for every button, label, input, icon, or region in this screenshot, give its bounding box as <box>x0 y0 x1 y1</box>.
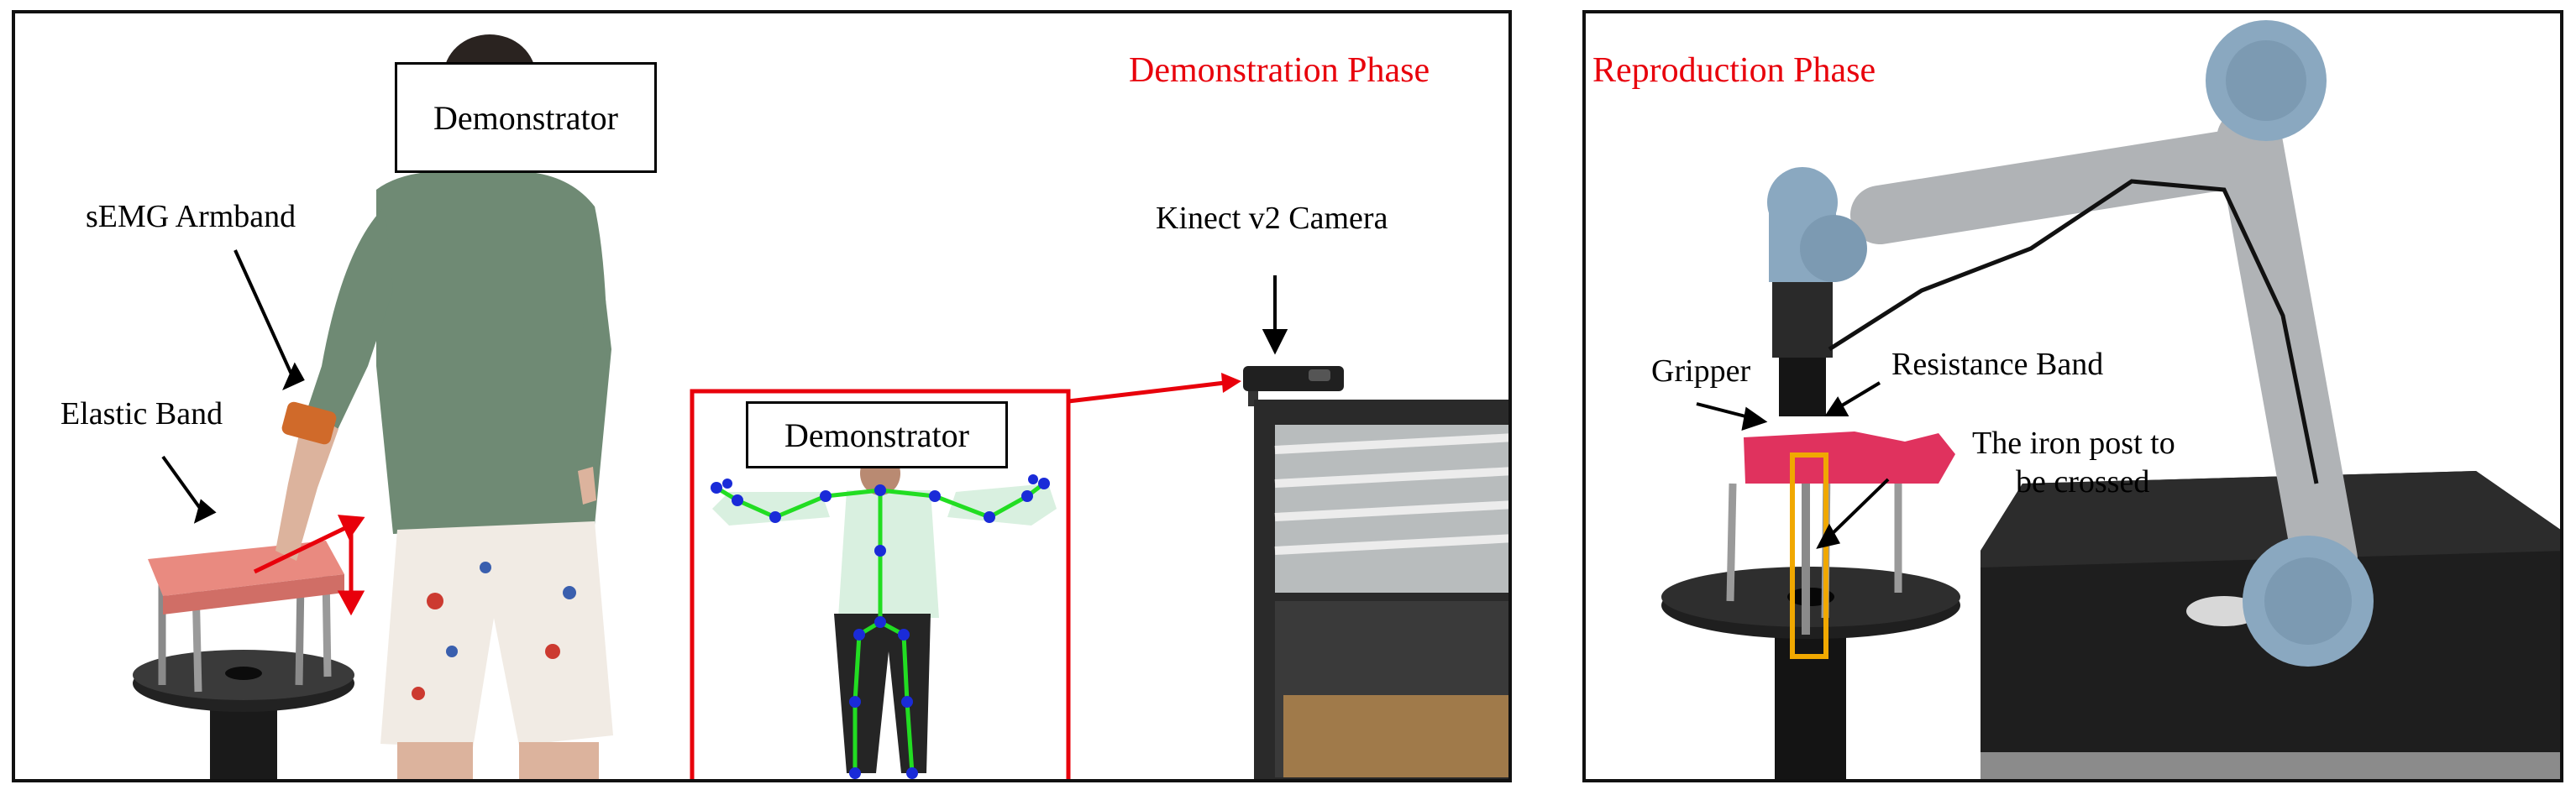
iron-post-highlight <box>1790 452 1828 659</box>
demonstration-phase-title: Demonstration Phase <box>1129 51 1430 90</box>
gripper-label: Gripper <box>1651 353 1751 389</box>
reproduction-panel: Reproduction Phase Gripper Resistance Ba… <box>1582 10 2563 782</box>
semg-armband-label: sEMG Armband <box>86 199 296 234</box>
repro-label-arrows <box>1696 381 1890 549</box>
kinect-setup <box>1243 366 1508 779</box>
motion-arrows <box>253 515 365 616</box>
iron-post-label-line1: The iron post to <box>1972 426 2175 461</box>
skeleton-demonstrator-label: Demonstrator <box>746 401 1008 468</box>
demonstration-panel: Demonstration Phase Demonstrator sEMG Ar… <box>12 10 1512 782</box>
kinect-camera-label: Kinect v2 Camera <box>1156 201 1388 236</box>
reproduction-scene <box>1661 20 2560 779</box>
label-arrows <box>161 249 1288 524</box>
demonstrator-label-box: Demonstrator <box>395 62 657 173</box>
iron-post-label-line2: be crossed <box>2016 464 2150 499</box>
reproduction-phase-title: Reproduction Phase <box>1592 51 1876 90</box>
resistance-band-label: Resistance Band <box>1891 347 2104 382</box>
resistance-band-stand <box>1661 431 1960 779</box>
demonstration-scene <box>133 34 1508 779</box>
robot-arm <box>1767 20 2374 667</box>
elastic-band-stand <box>133 541 354 779</box>
elastic-band-label: Elastic Band <box>60 396 223 431</box>
